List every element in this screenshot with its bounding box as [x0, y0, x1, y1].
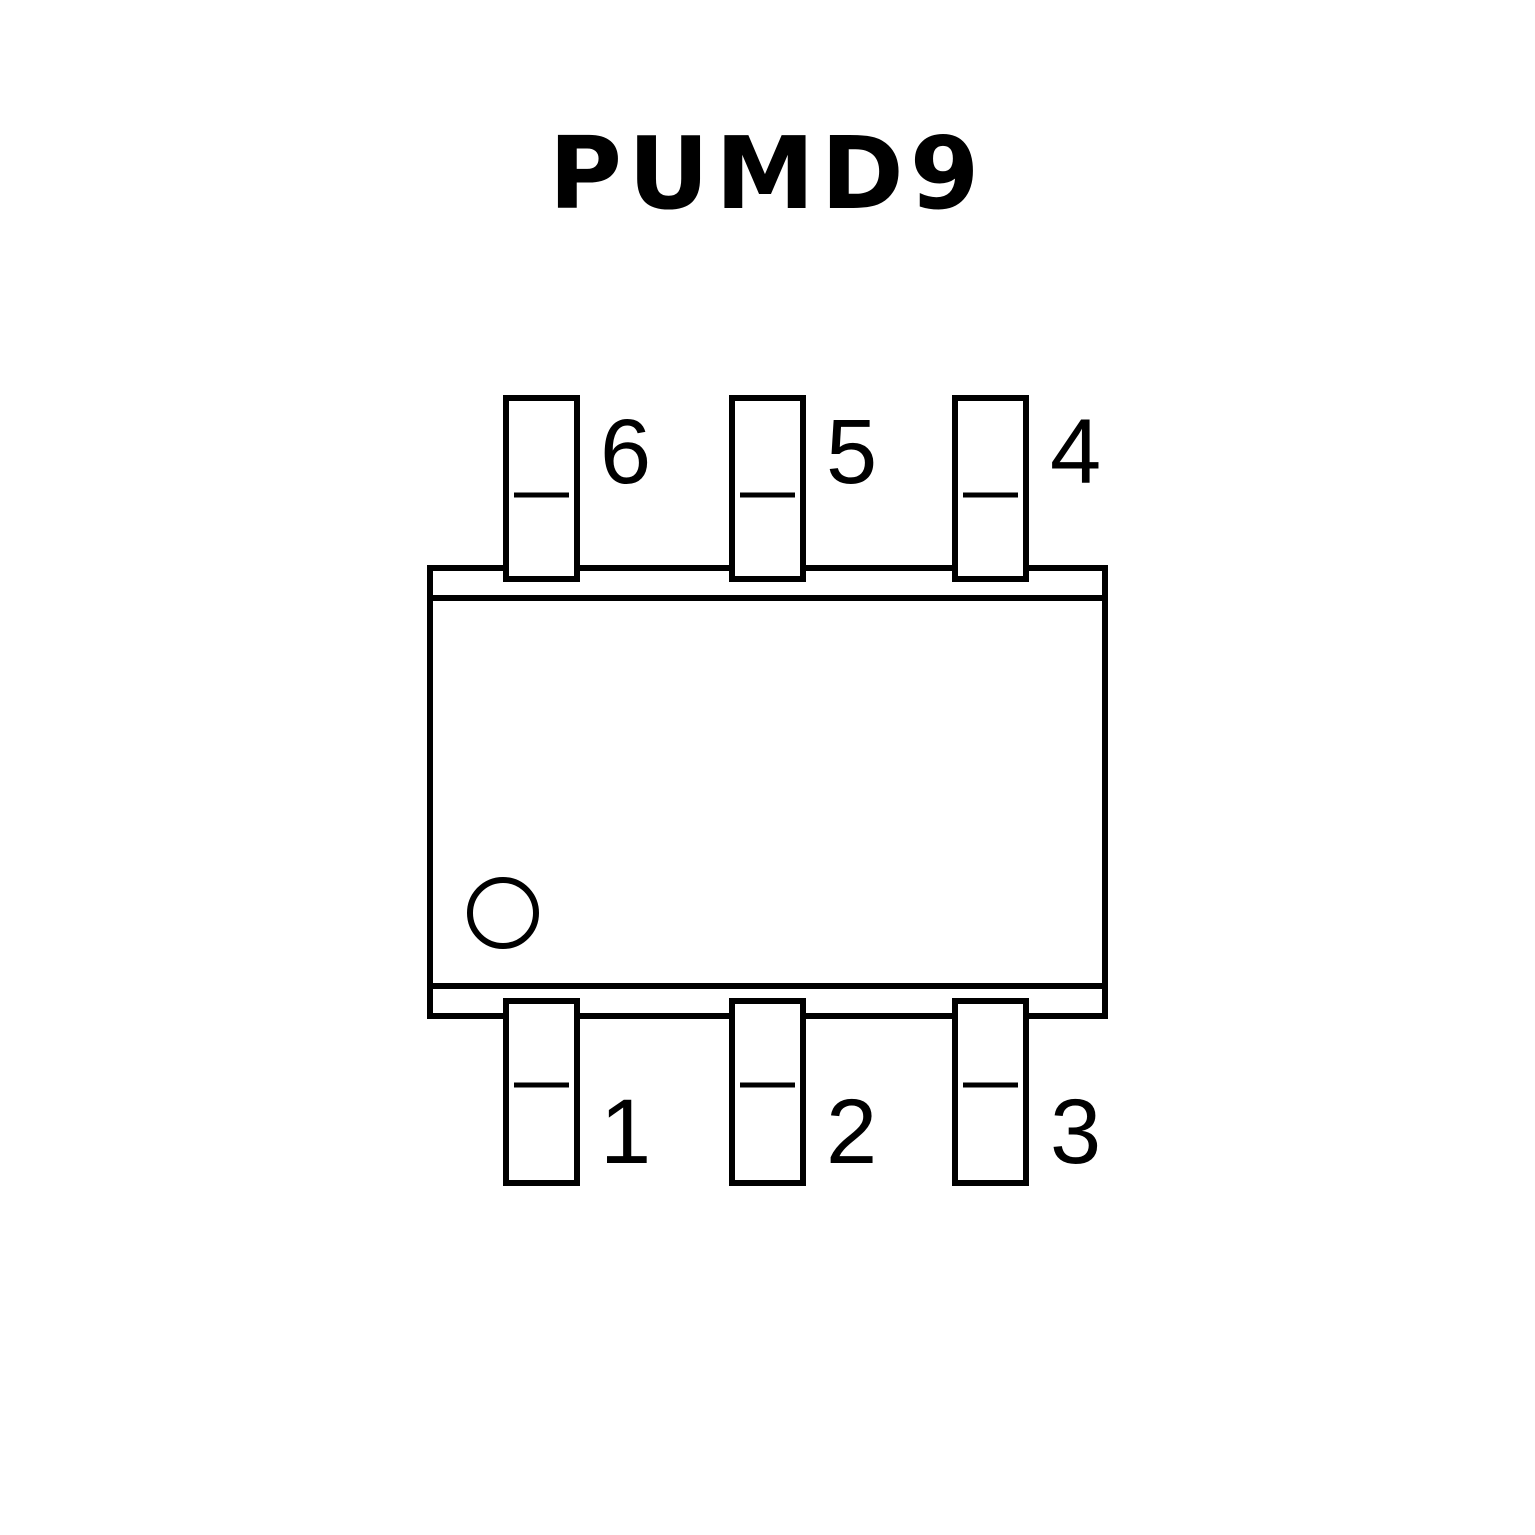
- pin-4-lead: [952, 395, 1029, 582]
- pin-label-3: 3: [1050, 1081, 1101, 1183]
- package-body: [427, 565, 1108, 1019]
- pin-label-1: 1: [600, 1081, 651, 1183]
- pin-label-5: 5: [826, 401, 877, 503]
- pin-5-lead: [729, 395, 806, 582]
- pin-label-4: 4: [1050, 401, 1101, 503]
- pin-1-lead: [503, 998, 580, 1186]
- pin1-marker-icon: [467, 877, 539, 949]
- pin-2-lead: [729, 998, 806, 1186]
- pin-6-lead: [503, 395, 580, 582]
- part-title: PUMD9: [549, 115, 986, 232]
- pin-label-6: 6: [600, 401, 651, 503]
- pin-3-lead: [952, 998, 1029, 1186]
- pin-label-2: 2: [826, 1081, 877, 1183]
